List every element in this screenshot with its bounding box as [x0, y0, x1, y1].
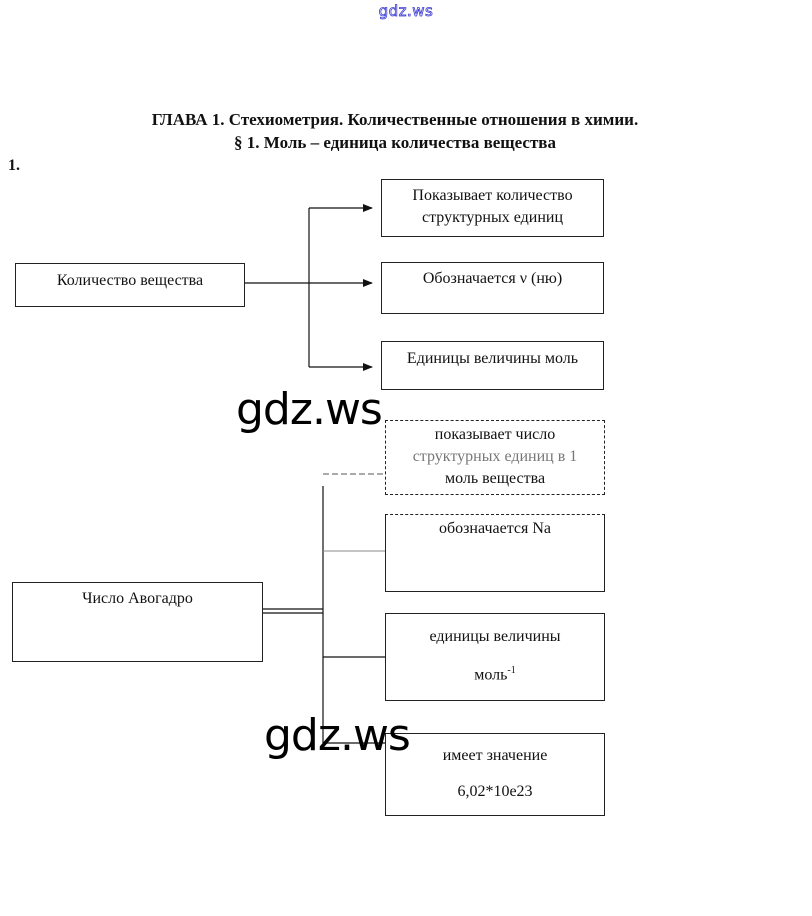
- child-line-1: показывает число: [434, 426, 556, 443]
- child-box-shows-units-per-mole: показывает число структурных единиц в 1 …: [385, 420, 605, 495]
- child-line-1: обозначается Na: [438, 520, 552, 537]
- child-line-1: Единицы величины моль: [406, 350, 579, 367]
- watermark-overlay-2: gdz.ws: [264, 710, 411, 761]
- diagram-1-connectors: [245, 204, 373, 371]
- child-box-has-value: имеет значение 6,02*10e23: [385, 733, 605, 816]
- child-line-1: Показывает количество: [412, 187, 573, 204]
- child-line-2: структурных единиц: [421, 209, 563, 226]
- child-box-shows-structural-units: Показывает количество структурных единиц: [381, 179, 604, 237]
- root-box-amount-of-substance: Количество вещества: [15, 263, 245, 307]
- child-line-2: моль-1: [386, 654, 604, 692]
- section-title: § 1. Моль – единица количества вещества: [234, 133, 556, 152]
- watermark-overlay-1: gdz.ws: [236, 384, 383, 435]
- child-line-1: Обозначается ν (ню): [422, 270, 563, 287]
- unit-text: моль: [474, 666, 508, 684]
- diagram-2-connectors: [262, 473, 386, 744]
- task-number: 1.: [8, 157, 20, 174]
- child-line-1: имеет значение: [442, 747, 548, 764]
- child-box-denoted-nu: Обозначается ν (ню): [381, 262, 604, 314]
- unit-exponent: -1: [507, 665, 516, 676]
- child-line-3: моль вещества: [444, 470, 546, 487]
- child-line-1: единицы величины: [429, 628, 561, 645]
- root-label: Количество вещества: [56, 272, 204, 289]
- watermark-top: gdz.ws: [378, 2, 434, 21]
- child-box-denoted-na: обозначается Na: [385, 514, 605, 592]
- child-box-unit-inverse-mole: единицы величины моль-1: [385, 613, 605, 701]
- root-label: Число Авогадро: [82, 590, 193, 607]
- child-box-unit-mole: Единицы величины моль: [381, 341, 604, 390]
- child-line-2: 6,02*10e23: [457, 783, 533, 800]
- child-line-2: структурных единиц в 1: [412, 448, 578, 465]
- root-box-avogadro-number: Число Авогадро: [12, 582, 263, 662]
- chapter-title: ГЛАВА 1. Стехиометрия. Количественные от…: [151, 110, 639, 129]
